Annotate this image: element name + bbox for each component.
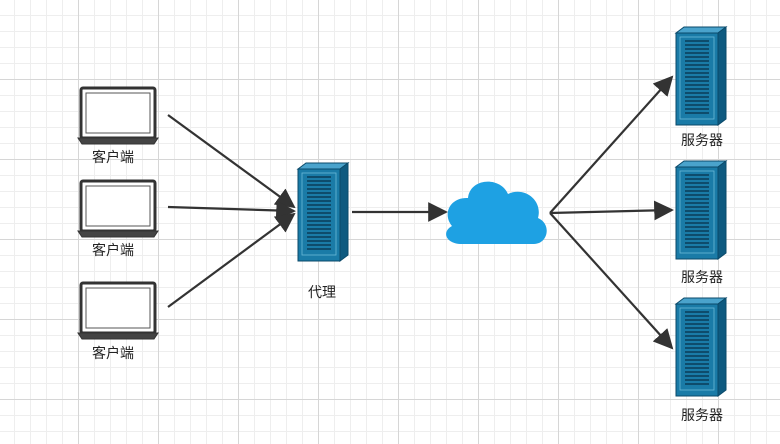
proxy-server-icon [297, 162, 349, 262]
server-icon [675, 297, 727, 397]
laptop-icon [76, 281, 160, 341]
client-label: 客户端 [92, 243, 134, 259]
arrow-client2-to-proxy [167, 200, 296, 221]
laptop-icon [76, 86, 160, 146]
proxy-label: 代理 [308, 285, 336, 301]
client-label: 客户端 [92, 150, 134, 166]
arrow-cloud-to-server1 [549, 75, 674, 214]
arrow-client1-to-proxy [167, 114, 296, 209]
server-label: 服务器 [681, 408, 723, 424]
server-icon [675, 26, 727, 126]
client-label: 客户端 [92, 346, 134, 362]
arrow-cloud-to-server3 [549, 212, 674, 350]
laptop-icon [76, 179, 160, 239]
server-label: 服务器 [681, 133, 723, 149]
server-icon [675, 160, 727, 260]
arrow-cloud-to-server2 [549, 200, 674, 221]
arrow-client3-to-proxy [167, 212, 296, 308]
server-label: 服务器 [681, 270, 723, 286]
cloud-icon [446, 181, 547, 244]
